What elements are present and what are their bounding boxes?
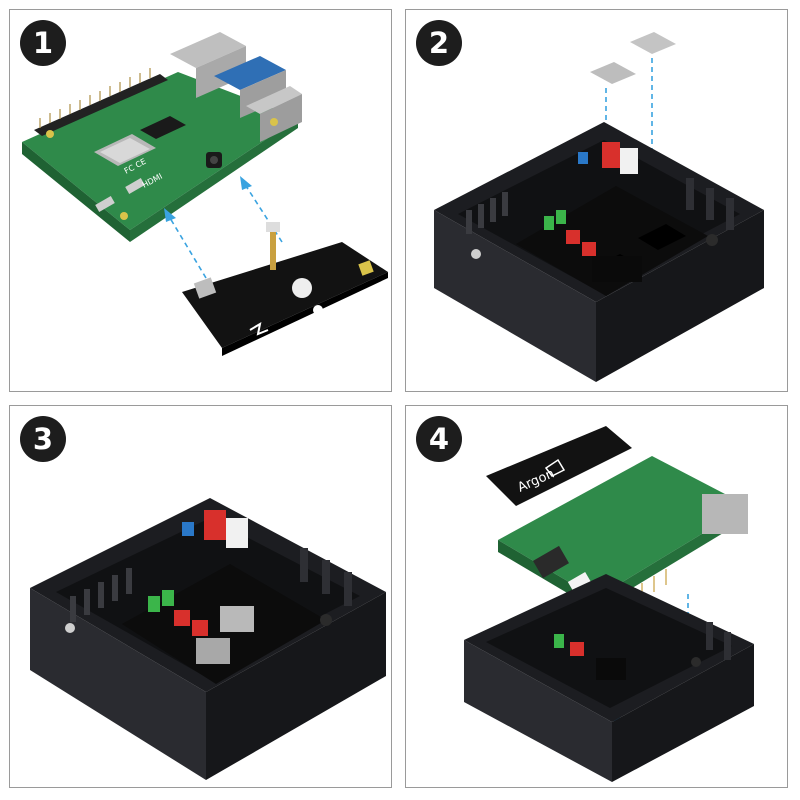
step-number-badge: 2 — [416, 20, 462, 66]
thermal-pad — [590, 62, 636, 84]
thermal-pad — [630, 32, 676, 54]
step-1-illustration: FC CE HDMI — [22, 32, 388, 356]
raspberry-pi-board: FC CE HDMI — [22, 32, 302, 242]
argon-case — [30, 498, 386, 780]
step-number-badge: 4 — [416, 416, 462, 462]
step-1-panel: 1 — [9, 9, 392, 392]
step-2-panel: 2 — [405, 9, 788, 392]
step-3-panel: 3 — [9, 405, 392, 788]
step-number-badge: 1 — [20, 20, 66, 66]
argon-case — [434, 122, 764, 382]
argon-case — [464, 574, 754, 782]
step-4-panel: 4 Argon — [405, 405, 788, 788]
step-4-illustration: Argon — [464, 426, 754, 782]
raspberry-pi-board — [498, 456, 748, 620]
step-2-illustration — [434, 32, 764, 382]
audio-adapter-board — [182, 222, 388, 356]
audio-adapter-board: Argon — [486, 426, 632, 506]
step-number-badge: 3 — [20, 416, 66, 462]
step-3-illustration — [30, 498, 386, 780]
